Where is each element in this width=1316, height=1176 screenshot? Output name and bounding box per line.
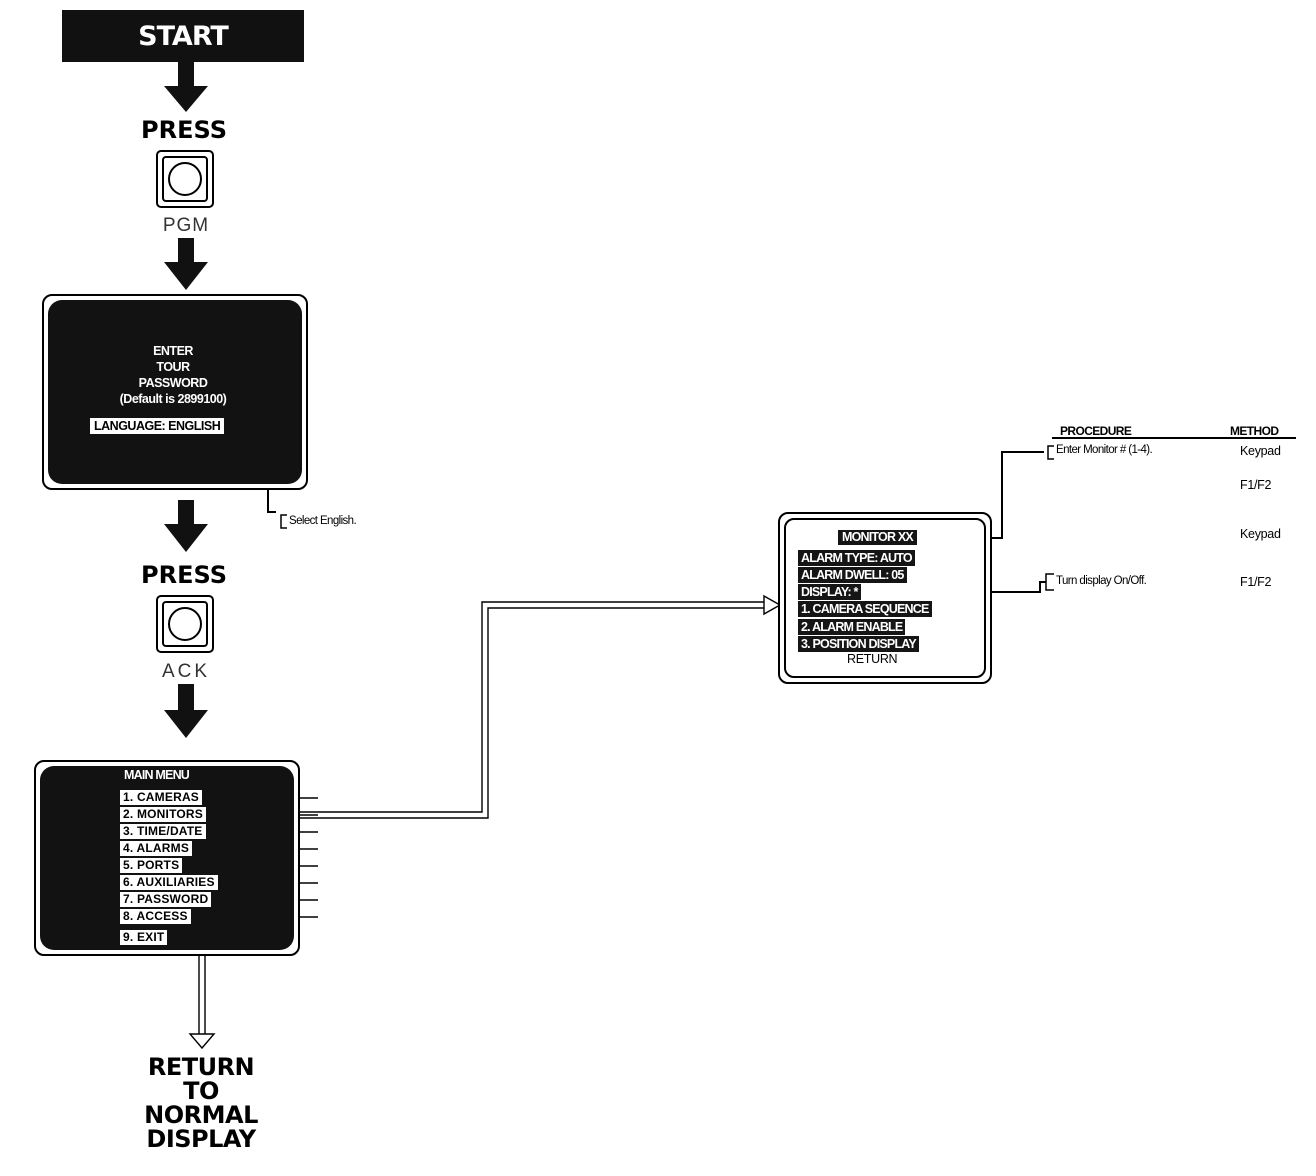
start-label: START <box>138 20 229 52</box>
menu-item-access[interactable]: 8. ACCESS <box>120 909 191 924</box>
monitor-alarm-type[interactable]: ALARM TYPE: AUTO <box>798 550 915 566</box>
return-to-normal-display: RETURN TO NORMAL DISPLAY <box>101 1055 301 1151</box>
password-screen-display <box>48 300 302 484</box>
down-arrow-2 <box>164 238 208 290</box>
procedure-turn-display: Turn display On/Off. <box>1056 575 1147 587</box>
method-header: METHOD <box>1230 424 1279 438</box>
procedure-header: PROCEDURE <box>1060 424 1132 438</box>
monitor-screen-title: MONITOR XX <box>838 530 917 545</box>
menu-item-auxiliaries[interactable]: 6. AUXILIARIES <box>120 875 218 890</box>
pgm-key-label: PGM <box>162 215 210 236</box>
down-arrow-1 <box>164 62 208 112</box>
return-line: RETURN <box>147 1053 255 1081</box>
menu-item-alarms[interactable]: 4. ALARMS <box>120 841 193 856</box>
monitor-position-display[interactable]: 3. POSITION DISPLAY <box>798 636 919 652</box>
language-note: Select English. <box>289 515 357 527</box>
password-line: ENTER <box>153 344 193 358</box>
start-block: START <box>62 10 304 62</box>
password-line: PASSWORD <box>138 376 208 390</box>
pgm-key[interactable] <box>156 150 214 208</box>
monitor-display-setting[interactable]: DISPLAY: * <box>798 584 861 600</box>
return-line: NORMAL <box>144 1101 258 1129</box>
password-prompt: ENTER TOUR PASSWORD (Default is 2899100) <box>70 343 276 407</box>
pgm-key-circle-icon <box>168 162 202 196</box>
monitor-return[interactable]: RETURN <box>847 652 898 666</box>
procedure-enter-monitor: Enter Monitor # (1-4). <box>1056 444 1153 456</box>
ack-key-circle-icon <box>168 607 202 641</box>
password-screen <box>42 294 308 490</box>
return-line: TO <box>183 1077 219 1105</box>
method-keypad: Keypad <box>1240 444 1281 458</box>
language-callout-bracket <box>280 514 287 529</box>
password-line: (Default is 2899100) <box>119 392 227 406</box>
language-setting[interactable]: LANGUAGE: ENGLISH <box>90 418 225 434</box>
method-keypad: Keypad <box>1240 527 1281 541</box>
ack-key-label: ACK <box>161 661 211 682</box>
down-arrow-3 <box>164 500 208 552</box>
password-line: TOUR <box>156 360 190 374</box>
menu-item-cameras[interactable]: 1. CAMERAS <box>120 790 203 805</box>
monitor-camera-sequence[interactable]: 1. CAMERA SEQUENCE <box>798 601 932 617</box>
press-label-2: PRESS <box>141 561 227 589</box>
monitor-alarm-enable[interactable]: 2. ALARM ENABLE <box>798 619 906 635</box>
menu-item-ports[interactable]: 5. PORTS <box>120 858 183 873</box>
main-menu-title: MAIN MENU <box>124 768 190 782</box>
menu-item-exit[interactable]: 9. EXIT <box>120 930 168 945</box>
monitor-number-bracket <box>1047 445 1054 460</box>
monitor-alarm-dwell[interactable]: ALARM DWELL: 05 <box>798 567 907 583</box>
down-arrow-4 <box>164 684 208 738</box>
menu-to-monitor-connector <box>224 594 782 819</box>
menu-item-password[interactable]: 7. PASSWORD <box>120 892 212 907</box>
pgm-key-face <box>162 156 208 202</box>
method-f1-f2: F1/F2 <box>1240 478 1272 492</box>
menu-item-time-date[interactable]: 3. TIME/DATE <box>120 824 206 839</box>
return-line: DISPLAY <box>146 1125 256 1153</box>
menu-item-monitors[interactable]: 2. MONITORS <box>120 807 206 822</box>
method-f1-f2: F1/F2 <box>1240 575 1272 589</box>
ack-key[interactable] <box>156 595 214 653</box>
display-callout-bracket <box>1045 573 1054 591</box>
press-label-1: PRESS <box>141 116 227 144</box>
ack-key-face <box>162 601 208 647</box>
